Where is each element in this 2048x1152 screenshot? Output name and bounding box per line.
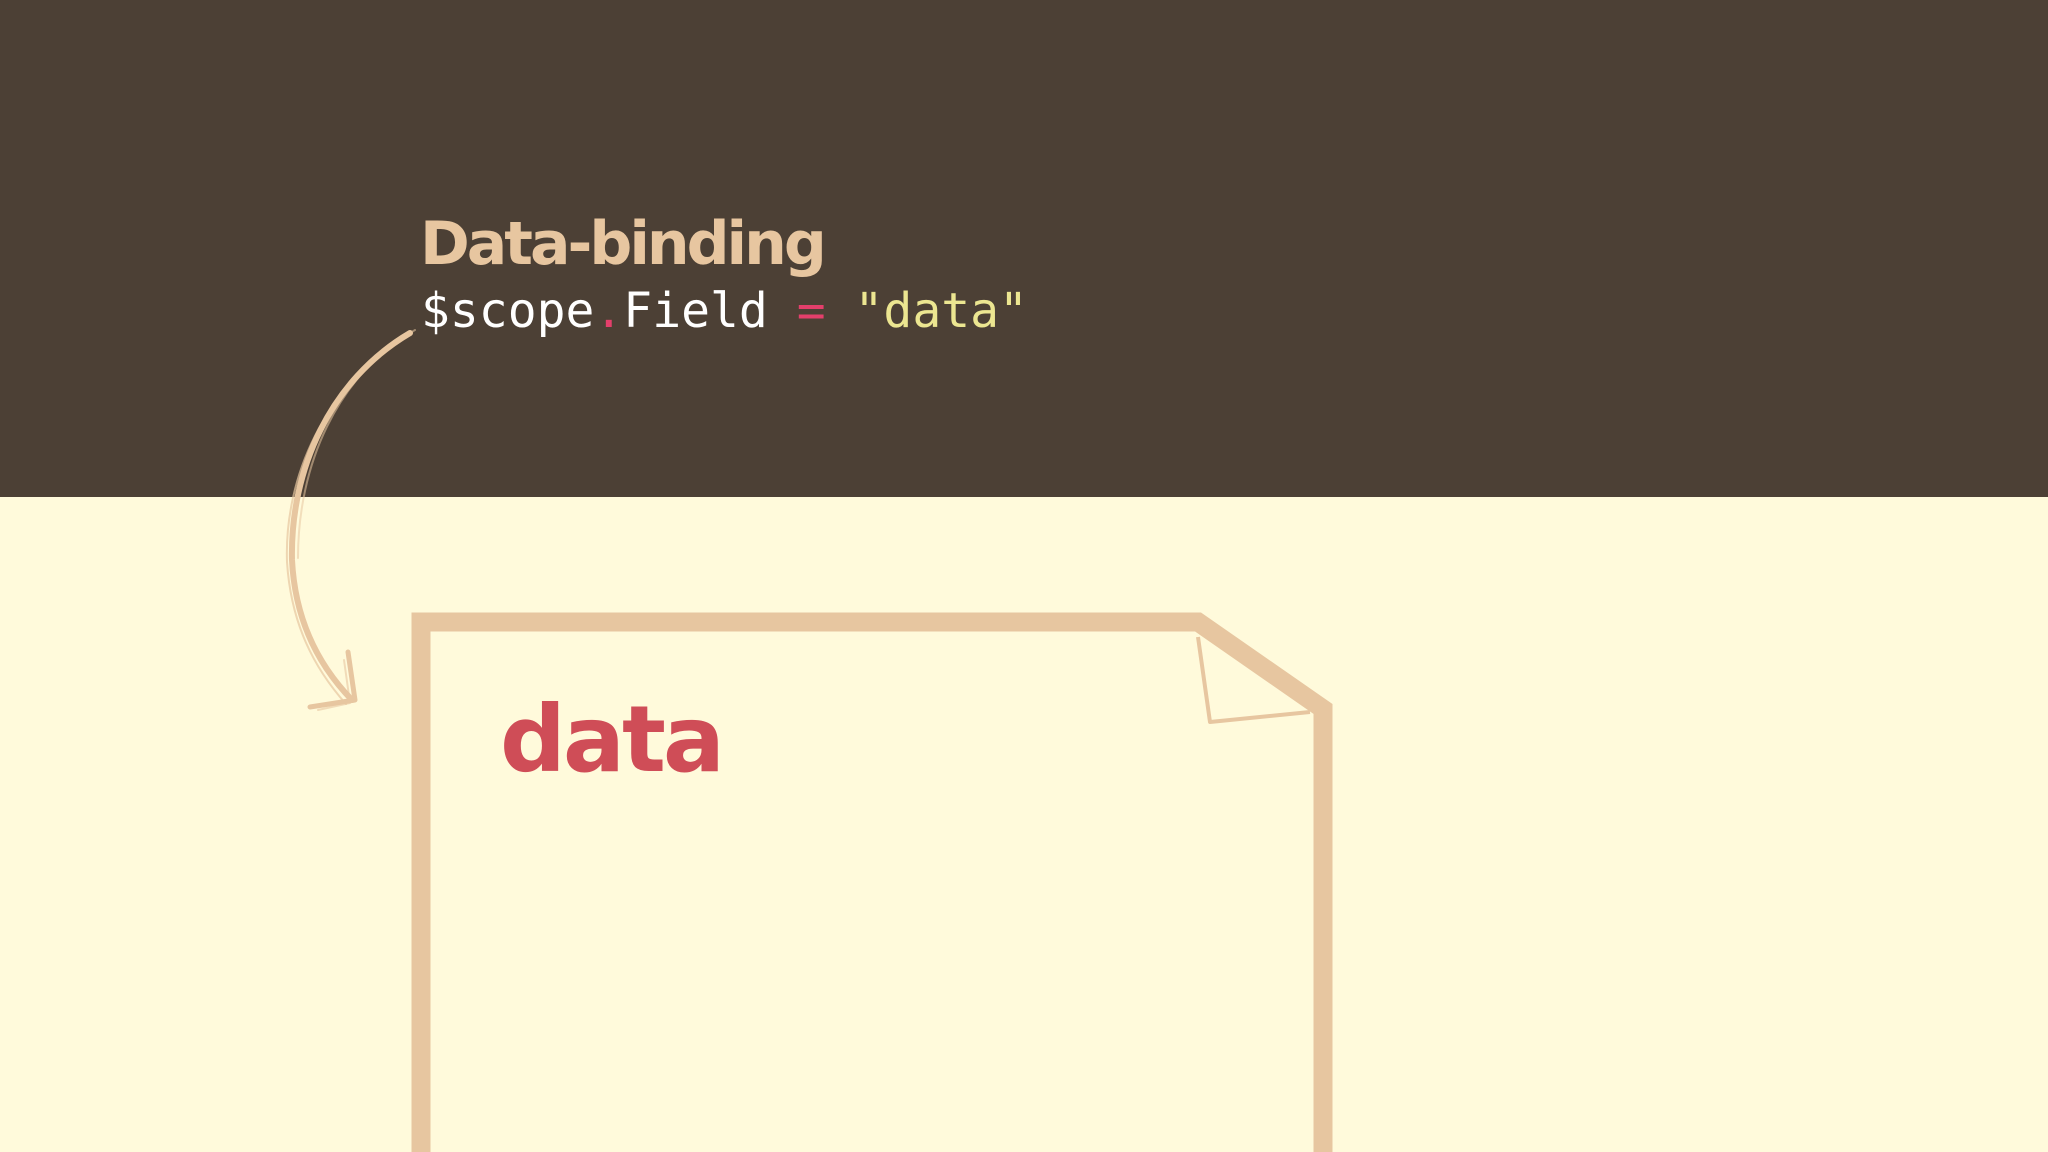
code-value: "data"	[854, 283, 1028, 339]
top-band	[0, 0, 2048, 497]
code-dot: .	[594, 283, 624, 339]
code-field: Field	[623, 283, 768, 339]
slide-title: Data-binding	[420, 209, 827, 279]
curved-arrow-icon	[285, 329, 416, 711]
code-snippet: $scope.Field = "data"	[421, 283, 1028, 339]
code-scope: $scope	[421, 283, 595, 339]
code-operator: =	[796, 283, 826, 339]
document-content: data	[500, 686, 725, 793]
document-page-icon	[411, 612, 1333, 1152]
